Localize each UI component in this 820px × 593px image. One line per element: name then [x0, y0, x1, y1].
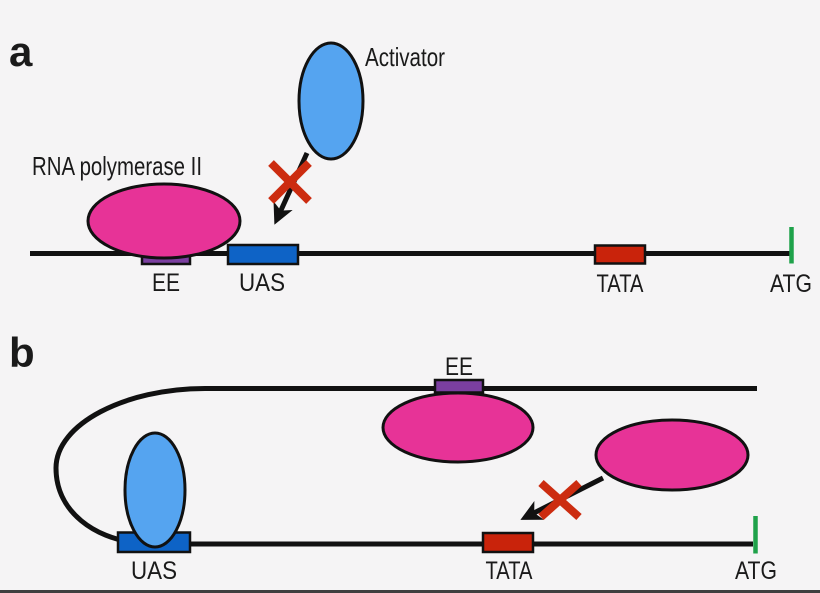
tata-label-b: TATA — [486, 557, 533, 585]
activator-ellipse-a — [297, 41, 365, 161]
dna-loop-line-b — [53, 386, 757, 545]
panel-b: b EE UAS TATA ATG — [9, 329, 777, 585]
tata-label-a: TATA — [597, 270, 644, 298]
activator-label-a: Activator — [365, 42, 445, 72]
rna-polymerase-label-a: RNA polymerase II — [32, 151, 202, 181]
cross-icon-b — [538, 480, 582, 520]
tata-box-b — [481, 531, 535, 554]
activator-ellipse-b — [123, 431, 187, 549]
uas-box-a — [226, 243, 300, 266]
atg-label-a: ATG — [770, 270, 812, 298]
rna-polymerase-ellipse-b-bound — [381, 391, 535, 464]
ee-box-b — [433, 378, 485, 394]
uas-label-a: UAS — [239, 269, 285, 297]
uas-label-b: UAS — [131, 557, 177, 585]
cross-icon-a — [268, 160, 312, 204]
panel-a-letter: a — [9, 28, 33, 75]
rna-polymerase-ellipse-a — [86, 182, 242, 260]
cross-stroke-2-b — [538, 480, 582, 520]
atg-label-b: ATG — [735, 557, 777, 585]
ee-label-b: EE — [445, 353, 473, 381]
panel-a: a RNA polymerase II Activator EE UAS TAT… — [9, 28, 812, 298]
panel-b-letter: b — [9, 329, 35, 376]
cross-stroke-2-a — [268, 160, 312, 204]
rna-polymerase-ellipse-b-free — [594, 418, 750, 492]
ee-label-a: EE — [152, 269, 180, 297]
tata-box-a — [593, 244, 647, 265]
bottom-edge — [0, 590, 820, 593]
